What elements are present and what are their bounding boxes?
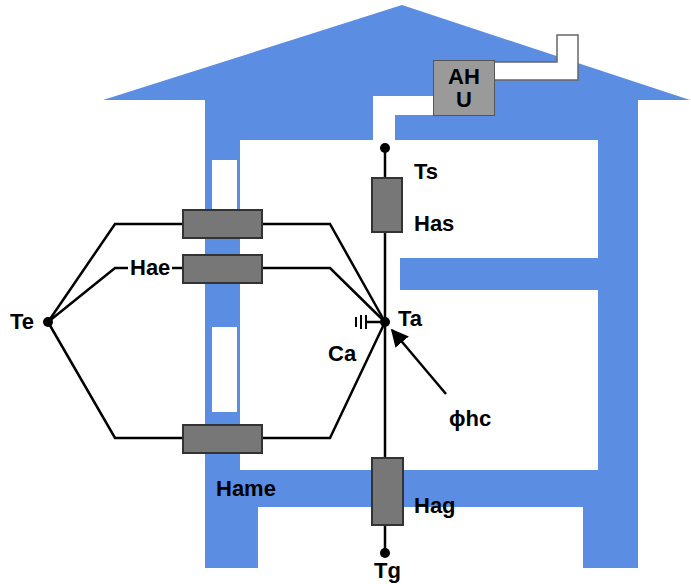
house-wall [205, 100, 638, 568]
supply-duct [373, 96, 433, 142]
roof [103, 5, 690, 100]
floor-slab [400, 258, 598, 290]
temperature-dots [43, 143, 390, 558]
node-dot [380, 548, 390, 558]
resistor-symbol [183, 425, 262, 453]
resistance-label: Has [414, 213, 454, 235]
temperature-label: Te [10, 311, 34, 333]
exhaust-duct [495, 35, 578, 80]
heat-arrow [392, 330, 446, 394]
resistor-symbol [372, 458, 403, 525]
node-dot [43, 317, 53, 327]
network-wires [48, 148, 385, 553]
window [212, 327, 237, 412]
resistor-symbol [183, 210, 262, 238]
temperature-label: Tg [374, 560, 401, 582]
heat-flow-label: ϕhc [449, 408, 491, 430]
resistance-label: Hame [216, 478, 276, 500]
temperature-label: Ta [398, 308, 422, 330]
resistor-symbols [183, 178, 403, 525]
node-dot [380, 143, 390, 153]
ahu-box: AH U [433, 60, 495, 116]
capacitance-label: Ca [328, 343, 356, 365]
resistance-label: Hae [128, 257, 172, 279]
wire [48, 322, 385, 438]
resistor-symbol [372, 178, 402, 232]
resistor-symbol [183, 255, 262, 283]
resistance-label: Hag [414, 495, 456, 517]
temperature-label: Ts [414, 161, 438, 183]
capacitor-symbol [356, 315, 366, 329]
unit-label: AH U [446, 65, 482, 111]
node-dot [380, 317, 390, 327]
interior [240, 140, 598, 470]
